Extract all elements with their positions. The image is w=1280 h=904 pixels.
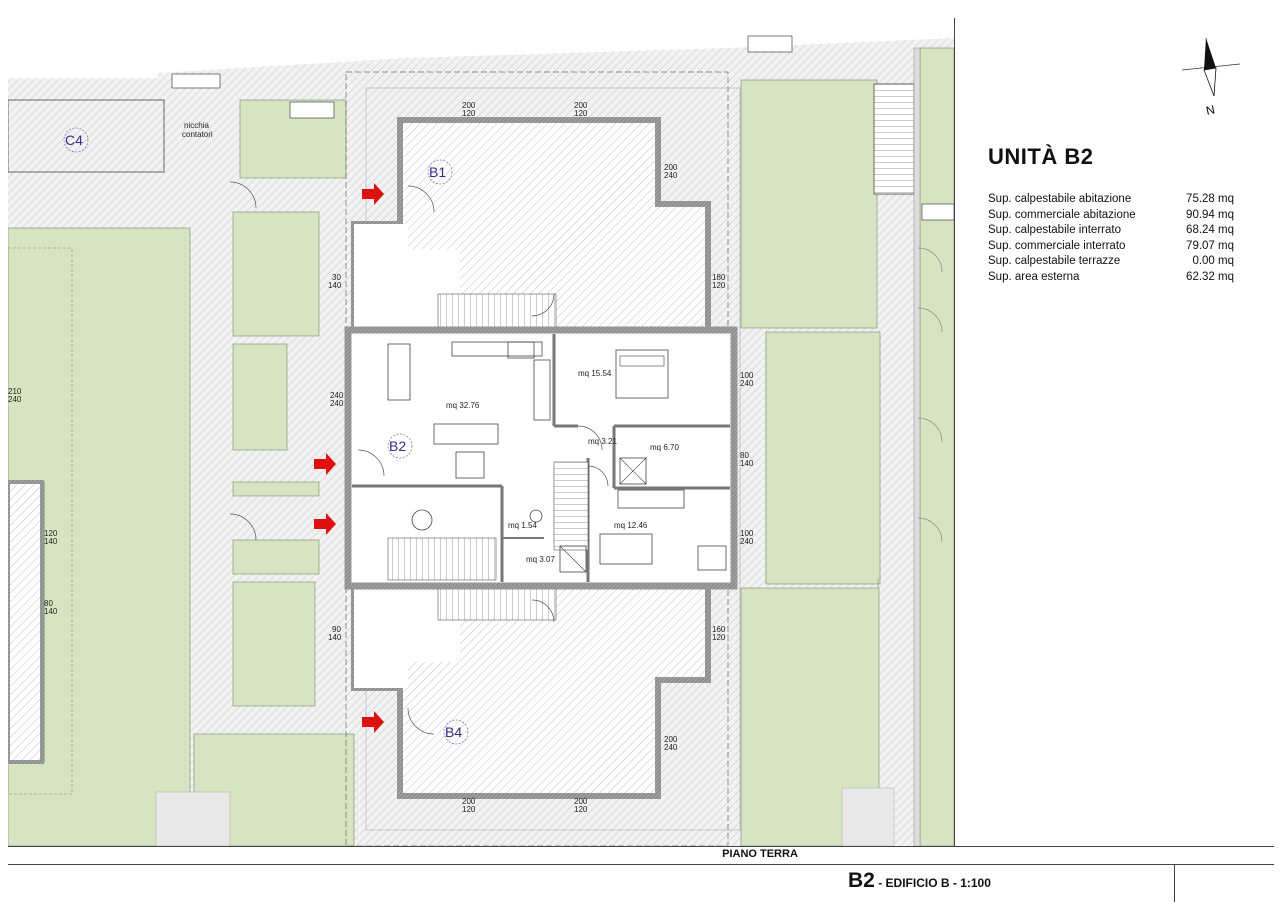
svg-text:140: 140: [44, 537, 58, 546]
sofa: [433, 423, 499, 445]
svg-text:240: 240: [740, 379, 754, 388]
svg-text:140: 140: [328, 633, 342, 642]
svg-text:200: 200: [664, 735, 678, 744]
svg-text:120: 120: [712, 281, 726, 290]
surface-value: 79.07 mq: [1186, 239, 1234, 252]
room-area-storage: mq 3.07: [526, 555, 555, 564]
svg-text:140: 140: [44, 607, 58, 616]
svg-text:240: 240: [330, 391, 344, 400]
svg-text:210: 210: [8, 387, 22, 396]
surface-row: Sup. area esterna 62.32 mq: [988, 270, 1234, 286]
surface-row: Sup. calpestabile terrazze 0.00 mq: [988, 254, 1234, 270]
niche-label-2: contatori: [182, 130, 213, 139]
unit-b2-outline: [344, 326, 738, 590]
svg-text:80: 80: [740, 451, 749, 460]
svg-text:90: 90: [332, 625, 341, 634]
surface-value: 90.94 mq: [1186, 208, 1234, 221]
divider-footer: [1174, 864, 1175, 902]
niche-label: nicchia: [184, 121, 209, 130]
divider-title-block: [8, 864, 1274, 865]
floor-label: PIANO TERRA: [722, 848, 798, 860]
coffee-table: [455, 451, 485, 479]
unit-label-c4: C4: [65, 132, 83, 148]
surface-row: Sup. calpestabile interrato 68.24 mq: [988, 223, 1234, 239]
unit-b4-outline: [351, 583, 711, 799]
entry-arrows: [314, 183, 384, 733]
title-code: B2: [848, 869, 875, 892]
north-label: N: [1205, 102, 1216, 117]
title-block: B2 - EDIFICIO B - 1:100: [848, 869, 991, 893]
svg-text:240: 240: [664, 171, 678, 180]
north-arrow-icon: N: [1181, 37, 1241, 118]
svg-text:120: 120: [712, 633, 726, 642]
shower: [619, 457, 647, 485]
svg-text:120: 120: [574, 805, 588, 814]
svg-text:120: 120: [44, 529, 58, 538]
svg-text:200: 200: [462, 101, 476, 110]
title-subtitle: - EDIFICIO B - 1:100: [874, 876, 991, 890]
surface-value: 0.00 mq: [1192, 255, 1234, 267]
surface-label: Sup. calpestabile interrato: [988, 224, 1121, 236]
surface-value: 75.28 mq: [1186, 193, 1234, 205]
room-area-hall: mq 3.21: [588, 437, 617, 446]
surface-value: 68.24 mq: [1186, 224, 1234, 236]
room-area-wc: mq 1.54: [508, 521, 537, 530]
surface-row: Sup. commerciale interrato 79.07 mq: [988, 239, 1234, 255]
svg-text:200: 200: [462, 797, 476, 806]
unit-label-b2: B2: [389, 438, 406, 454]
svg-text:180: 180: [712, 273, 726, 282]
svg-text:200: 200: [664, 163, 678, 172]
divider-plan-bottom: [8, 846, 1274, 847]
svg-text:240: 240: [8, 395, 22, 404]
floor-plan: B1 B2 B4 C4 nicchia contatori mq 32.76 m…: [8, 35, 954, 846]
dining-table: [387, 343, 411, 401]
svg-text:80: 80: [44, 599, 53, 608]
svg-text:120: 120: [574, 109, 588, 118]
svg-text:200: 200: [574, 797, 588, 806]
unit-info-panel: UNITÀ B2 Sup. calpestabile abitazione 75.…: [988, 144, 1248, 285]
double-bed: [615, 349, 669, 399]
svg-text:240: 240: [330, 399, 344, 408]
left-building: [8, 481, 45, 763]
unit-b1-outline: [351, 117, 711, 333]
dimension-labels: 200 120 200 120 200 240 30 140 180 120 2…: [8, 101, 754, 814]
svg-text:240: 240: [740, 537, 754, 546]
surface-label: Sup. commerciale abitazione: [988, 208, 1136, 221]
surface-label: Sup. calpestabile terrazze: [988, 255, 1121, 267]
room-area-bedroom: mq 15.54: [578, 369, 612, 378]
surface-label: Sup. area esterna: [988, 270, 1080, 283]
room-area-bath: mq 6.70: [650, 443, 679, 452]
kitchen-counter: [451, 341, 543, 357]
svg-text:100: 100: [740, 529, 754, 538]
svg-text:100: 100: [740, 371, 754, 380]
room-area-room2: mq 12.46: [614, 521, 648, 530]
room-area-living: mq 32.76: [446, 401, 480, 410]
svg-text:140: 140: [740, 459, 754, 468]
c4-block: [8, 99, 165, 173]
unit-label-b1: B1: [429, 164, 446, 180]
svg-text:120: 120: [462, 109, 476, 118]
surface-row: Sup. commerciale abitazione 90.94 mq: [988, 208, 1234, 224]
divider-plan-right: [954, 18, 955, 846]
svg-text:240: 240: [664, 743, 678, 752]
unit-title: UNITÀ B2: [988, 144, 1094, 169]
svg-text:30: 30: [332, 273, 341, 282]
surface-label: Sup. commerciale interrato: [988, 239, 1126, 252]
surface-label: Sup. calpestabile abitazione: [988, 193, 1132, 205]
svg-text:160: 160: [712, 625, 726, 634]
svg-text:140: 140: [328, 281, 342, 290]
surface-row: Sup. calpestabile abitazione 75.28 mq: [988, 192, 1234, 208]
external-stair: [873, 83, 915, 195]
svg-text:200: 200: [574, 101, 588, 110]
surface-value: 62.32 mq: [1186, 270, 1234, 283]
unit-label-b4: B4: [445, 724, 462, 740]
wardrobe: [617, 489, 685, 509]
single-bed: [599, 533, 653, 565]
svg-text:120: 120: [462, 805, 476, 814]
